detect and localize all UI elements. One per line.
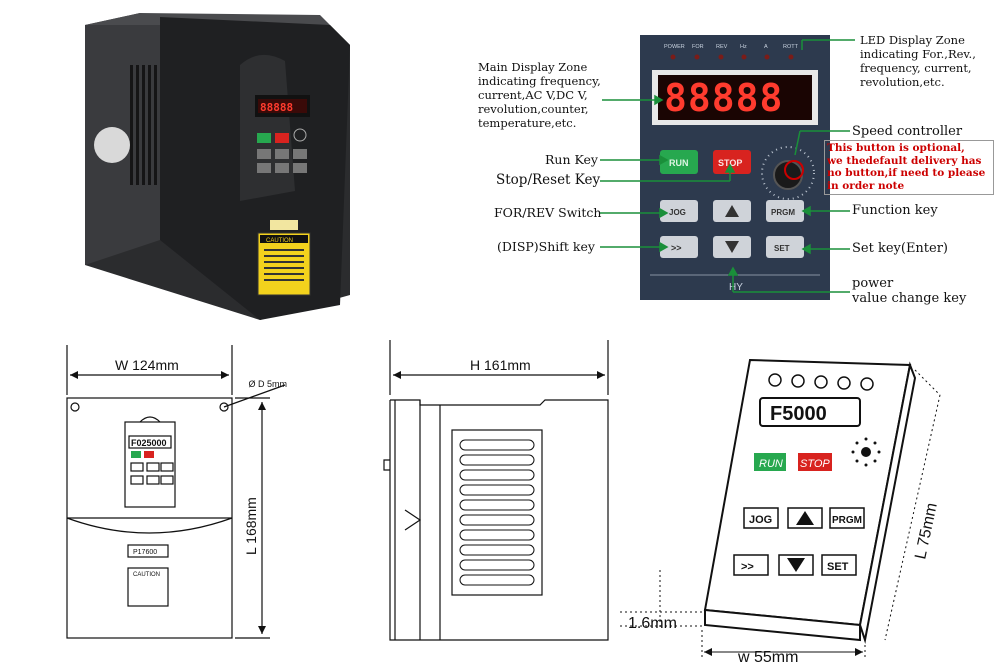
indicator-power: POWER bbox=[664, 44, 685, 50]
led-display-label: LED Display Zone indicating For.,Rev., f… bbox=[860, 33, 976, 89]
front-width: W 124mm bbox=[115, 357, 179, 373]
shift-key-label: (DISP)Shift key bbox=[497, 239, 595, 254]
side-view-drawing: H 161mm bbox=[383, 340, 609, 641]
svg-text:STOP: STOP bbox=[800, 458, 830, 470]
svg-text:>>: >> bbox=[741, 561, 754, 573]
panel-jog-key[interactable] bbox=[660, 200, 698, 222]
front-length: L 168mm bbox=[243, 497, 259, 555]
keypad-shift-key[interactable] bbox=[733, 554, 769, 576]
for-rev-switch-label: FOR/REV Switch bbox=[494, 205, 602, 220]
indicator-rev: REV bbox=[716, 44, 728, 50]
side-height: H 161mm bbox=[470, 357, 531, 373]
panel-run-key[interactable] bbox=[660, 150, 698, 174]
function-key-label: Function key bbox=[852, 203, 938, 218]
indicator-hz: Hz bbox=[740, 44, 747, 50]
svg-text:SET: SET bbox=[774, 244, 790, 253]
panel-shift-key[interactable] bbox=[660, 236, 698, 258]
keypad-drawing: F5000 RUN STOP JOG PRGM >> SET L 75mm w … bbox=[620, 358, 941, 666]
keypad-jog-key[interactable] bbox=[743, 507, 779, 529]
product-photo: 88888 CAUTION bbox=[85, 13, 350, 320]
stop-reset-key-label: Stop/Reset Key bbox=[496, 172, 601, 188]
svg-text:PRGM: PRGM bbox=[771, 208, 795, 217]
front-display: F025000 bbox=[131, 438, 167, 448]
optional-note: This button is optional, we thedefault d… bbox=[824, 140, 994, 195]
photo-display: 88888 bbox=[260, 101, 293, 114]
svg-text:JOG: JOG bbox=[669, 208, 686, 217]
front-model: P17600 bbox=[133, 549, 157, 556]
run-key-label: Run Key bbox=[545, 152, 598, 167]
front-hole: Ø D 5mm bbox=[248, 379, 287, 389]
main-display-label: Main Display Zone indicating frequency, … bbox=[478, 60, 601, 130]
indicator-for: FOR bbox=[692, 44, 704, 50]
front-caution: CAUTION bbox=[133, 572, 160, 578]
keypad-thickness: 1.6mm bbox=[628, 615, 677, 632]
svg-text:SET: SET bbox=[827, 561, 849, 573]
svg-text:STOP: STOP bbox=[718, 158, 742, 168]
panel-brand: HY bbox=[729, 282, 743, 293]
panel-stop-key[interactable] bbox=[713, 150, 751, 174]
keypad-run-key[interactable] bbox=[754, 453, 786, 471]
keypad-set-key[interactable] bbox=[821, 554, 857, 576]
keypad-stop-key[interactable] bbox=[798, 453, 832, 471]
front-view-drawing: W 124mm Ø D 5mm F025000 P17600 CAUTION L… bbox=[66, 345, 287, 639]
panel-prgm-key[interactable] bbox=[766, 200, 804, 222]
power-change-key-label: power value change key bbox=[852, 276, 967, 306]
keypad-length: L 75mm bbox=[912, 501, 941, 560]
speed-controller-label: Speed controller bbox=[852, 124, 963, 139]
control-panel: POWER FOR REV Hz A ROTT 88888 RUN STOP J… bbox=[640, 35, 830, 300]
callout-lines bbox=[600, 39, 855, 293]
keypad-display: F5000 bbox=[770, 403, 827, 425]
panel-display: 88888 bbox=[664, 76, 783, 120]
svg-text:PRGM: PRGM bbox=[832, 515, 862, 526]
svg-text:RUN: RUN bbox=[759, 458, 783, 470]
svg-text:JOG: JOG bbox=[749, 514, 772, 526]
keypad-prgm-key[interactable] bbox=[829, 507, 865, 529]
set-key-label: Set key(Enter) bbox=[852, 241, 949, 256]
keypad-width: w 55mm bbox=[737, 649, 798, 666]
indicator-rott: ROTT bbox=[783, 44, 799, 50]
svg-text:RUN: RUN bbox=[669, 158, 689, 168]
photo-caution: CAUTION bbox=[266, 238, 293, 244]
svg-text:>>: >> bbox=[671, 243, 682, 253]
indicator-a: A bbox=[764, 44, 768, 50]
panel-set-key[interactable] bbox=[766, 236, 804, 258]
